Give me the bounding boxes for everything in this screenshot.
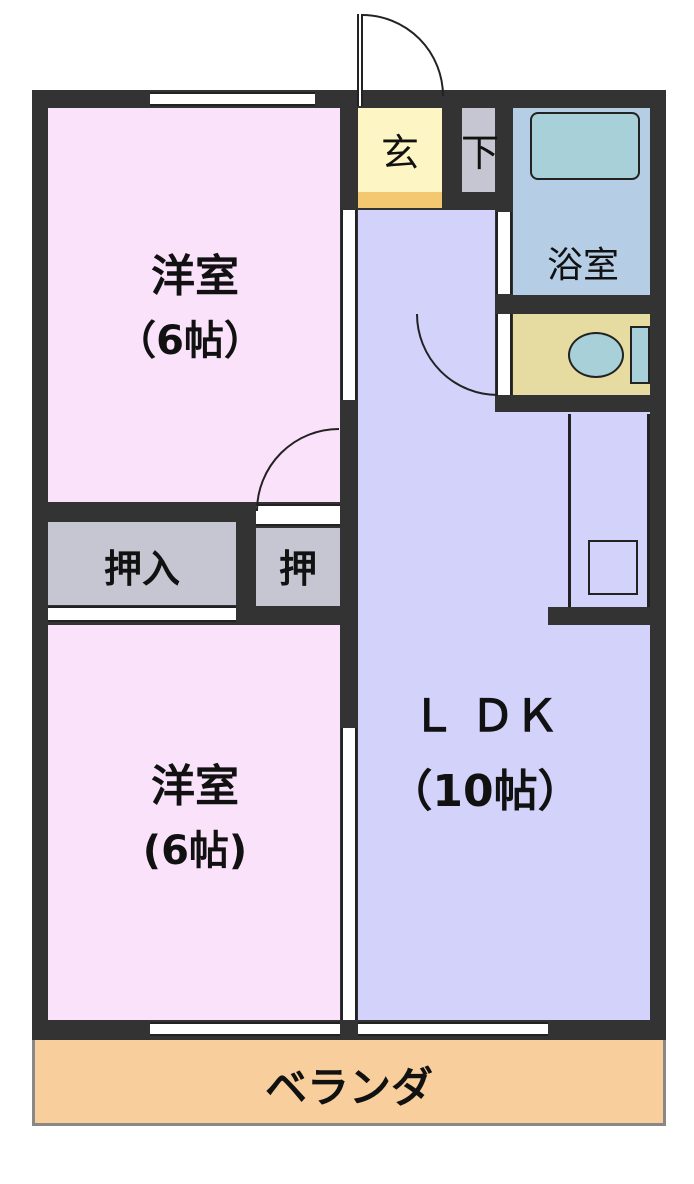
window-top-left xyxy=(150,92,315,106)
closet-2-label: 押 xyxy=(278,547,317,591)
closet-1-sliding-door[interactable] xyxy=(48,606,236,622)
bathtub xyxy=(530,112,640,180)
ldk-name: Ｌ ＤＫ xyxy=(411,691,559,742)
toilet-bowl xyxy=(568,332,624,378)
window-bottom-left xyxy=(150,1022,340,1036)
veranda xyxy=(32,1040,666,1126)
western-room-2 xyxy=(48,625,340,1020)
entrance-step xyxy=(358,192,442,208)
western-room-2-size: (6帖) xyxy=(142,828,248,874)
closet-2 xyxy=(256,528,340,606)
bathroom-door[interactable] xyxy=(496,212,512,294)
sliding-door-lower[interactable] xyxy=(341,728,357,1020)
kitchen-wall xyxy=(548,607,650,625)
toilet-door[interactable] xyxy=(496,314,512,395)
closet-1 xyxy=(48,522,236,605)
veranda-label: ベランダ xyxy=(264,1063,433,1112)
sliding-door-upper[interactable] xyxy=(341,210,357,400)
closet-1-label: 押入 xyxy=(103,547,180,591)
western-room-1-name: 洋室 xyxy=(151,251,239,302)
western-room-2-name: 洋室 xyxy=(151,761,239,812)
shoe-box xyxy=(462,108,495,192)
western-room-1 xyxy=(48,108,340,502)
entrance xyxy=(358,108,442,192)
window-bottom-right xyxy=(358,1022,548,1036)
shoe-box-label: 下 xyxy=(460,131,499,175)
sink xyxy=(588,540,638,595)
western-room-1-size: （6帖） xyxy=(116,318,264,364)
entrance-label: 玄 xyxy=(380,131,419,175)
toilet-tank xyxy=(630,326,650,384)
bathroom-label: 浴室 xyxy=(546,245,619,286)
ldk-size: （10帖） xyxy=(388,766,582,817)
